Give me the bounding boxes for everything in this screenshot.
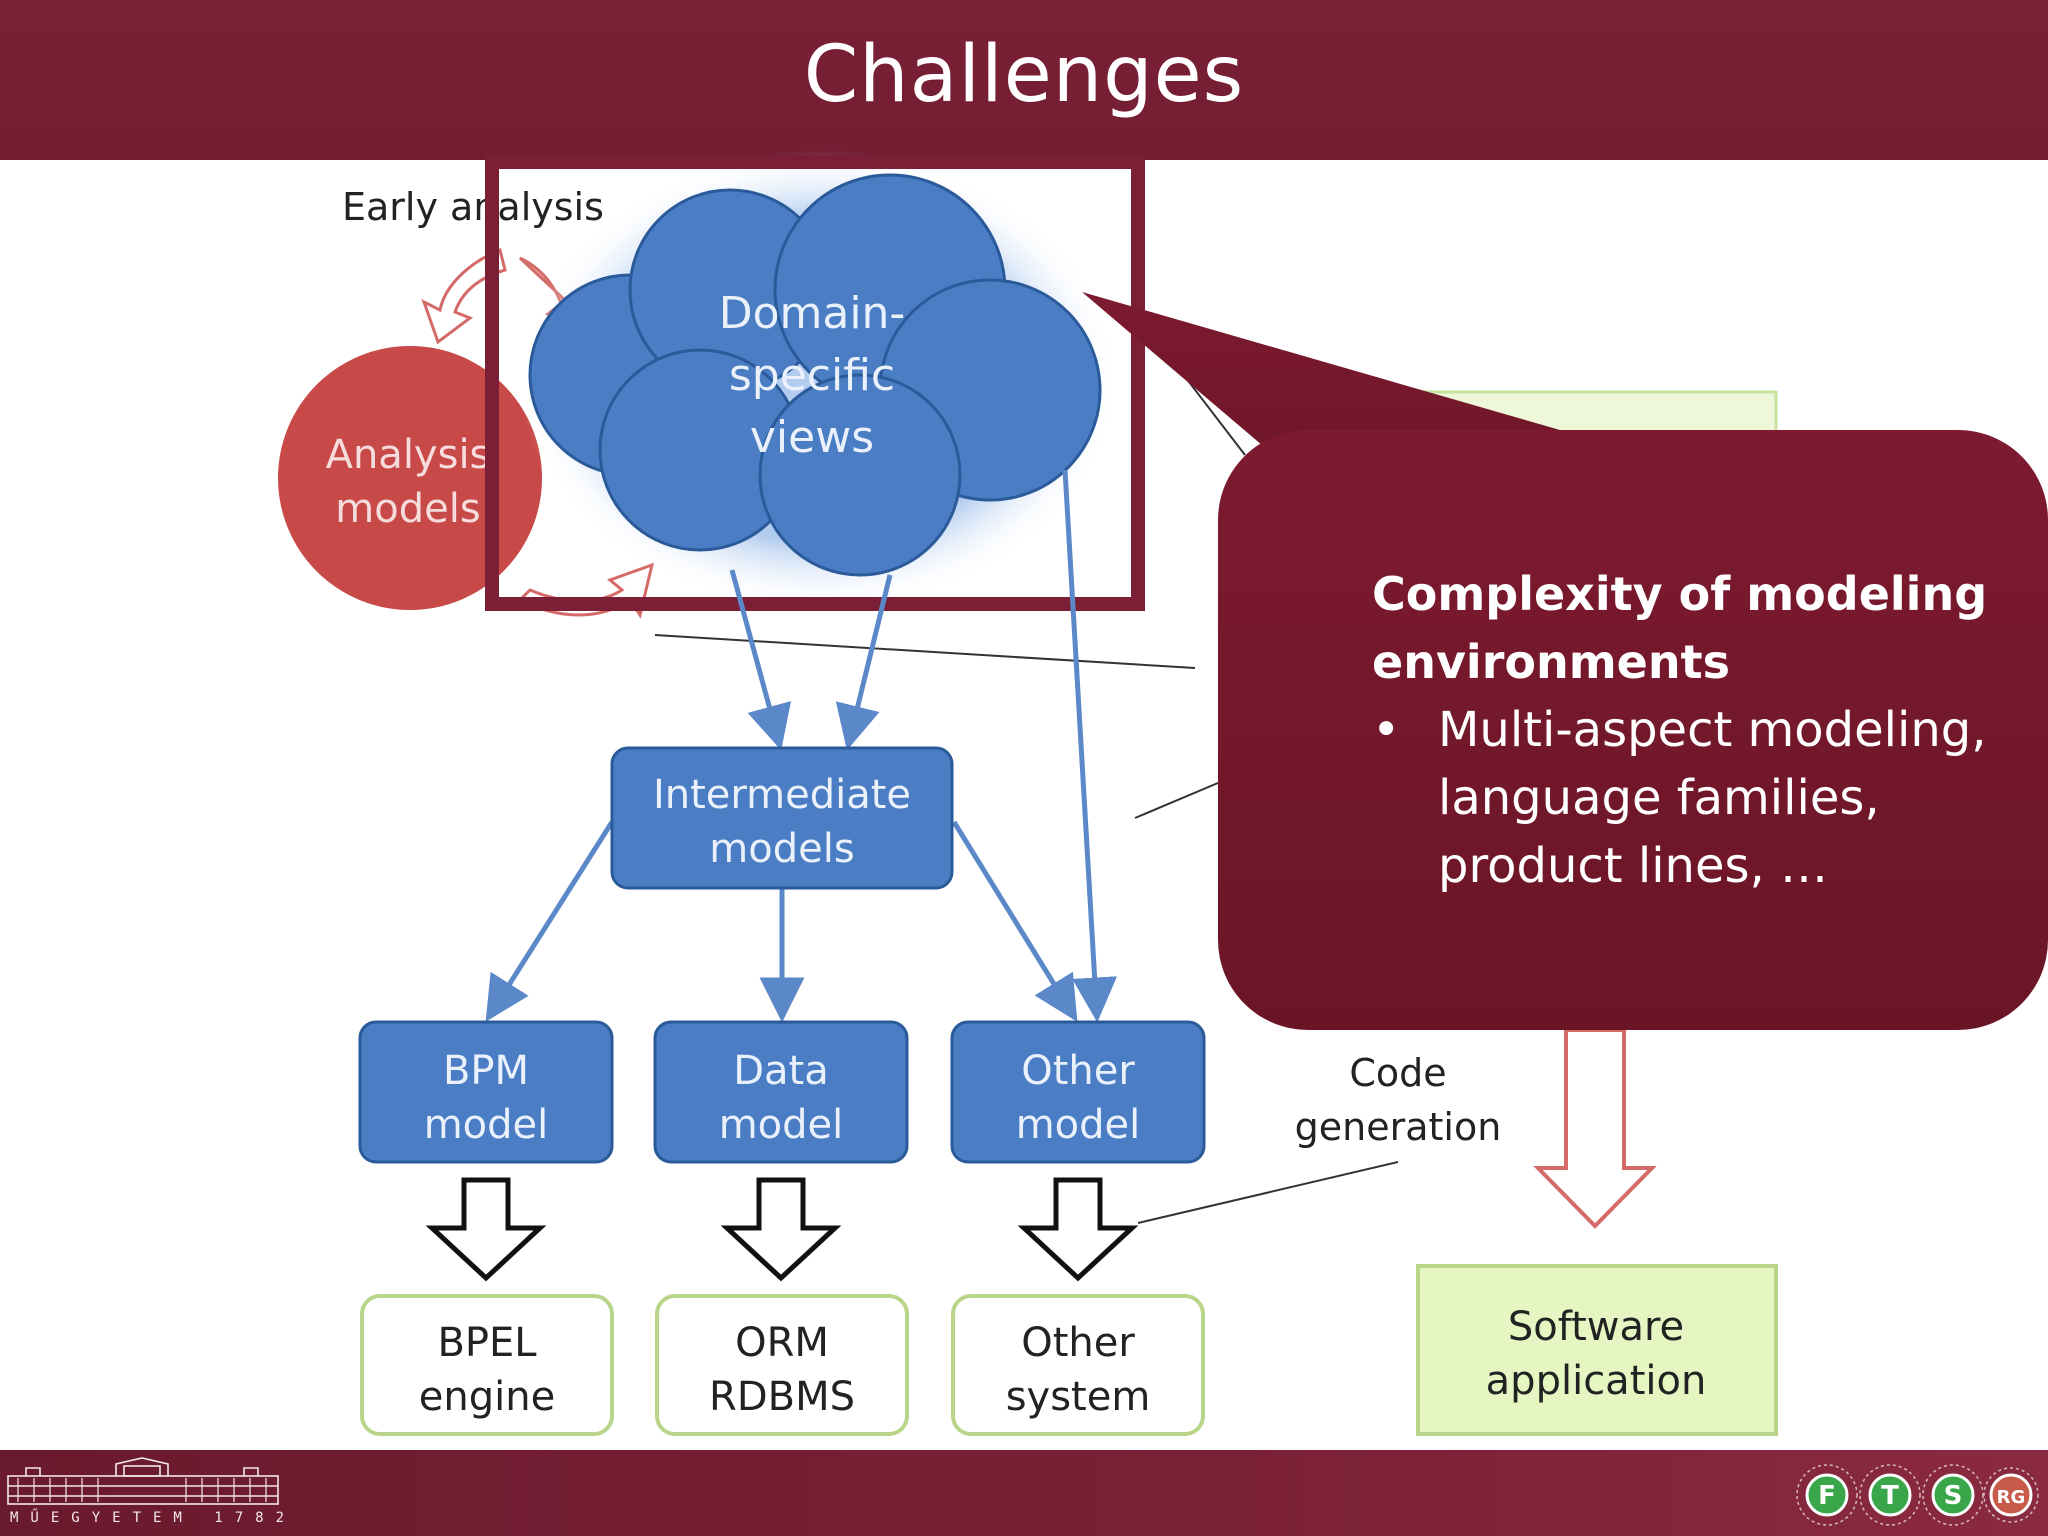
target-node-bpel: BPEL engine: [360, 1294, 614, 1436]
analysis-models-node: [278, 346, 542, 610]
model-bpm-label-1: BPM: [443, 1048, 529, 1094]
ftsrg-logo: F T S RG: [1796, 1464, 2039, 1526]
domain-views-cloud: [528, 173, 1102, 577]
ftsrg-t-icon: T: [1868, 1473, 1912, 1517]
ftsrg-rg-icon: RG: [1989, 1473, 2033, 1517]
code-generation-arrow: [1533, 1028, 1657, 1229]
model-node-other: Other model: [950, 1020, 1206, 1164]
slide-title: Challenges: [803, 30, 1245, 120]
code-generation-label-2: generation: [1295, 1105, 1502, 1149]
model-other-label-2: model: [1016, 1102, 1141, 1148]
analysis-models-label-1: Analysis: [326, 432, 491, 478]
callout-content: Complexity of modeling environments Mult…: [1372, 560, 2012, 900]
svg-text:RG: RG: [1997, 1487, 2026, 1508]
software-app-label-1: Software: [1508, 1304, 1684, 1350]
software-application-node: [1416, 1264, 1778, 1436]
analysis-models-label-2: models: [335, 486, 480, 532]
target-node-other-system: Other system: [951, 1294, 1205, 1436]
ftsrg-f-icon: F: [1805, 1473, 1849, 1517]
model-data-label-2: model: [719, 1102, 844, 1148]
university-building-logo: [7, 1457, 279, 1505]
domain-views-label-3: views: [750, 412, 874, 463]
target-bpel-label-2: engine: [419, 1374, 555, 1420]
target-other-label-2: system: [1006, 1374, 1151, 1420]
intermediate-label-1: Intermediate: [653, 772, 911, 818]
model-node-data: Data model: [653, 1020, 909, 1164]
model-node-bpm: BPM model: [358, 1020, 614, 1164]
early-analysis-label: Early analysis: [342, 185, 604, 229]
slide-footer: [0, 1450, 2048, 1536]
software-app-label-2: application: [1486, 1358, 1707, 1404]
callout-bullet: Multi-aspect modeling, language families…: [1372, 696, 2012, 900]
domain-views-label-2: specific: [729, 350, 895, 401]
domain-views-label-1: Domain-: [719, 288, 906, 339]
svg-text:S: S: [1944, 1481, 1963, 1511]
flow-arrows: [485, 469, 1118, 1023]
intermediate-label-2: models: [709, 826, 854, 872]
model-bpm-label-2: model: [424, 1102, 549, 1148]
model-other-label-1: Other: [1021, 1048, 1135, 1094]
svg-text:F: F: [1818, 1481, 1836, 1511]
target-other-label-1: Other: [1021, 1320, 1135, 1366]
svg-text:T: T: [1881, 1481, 1899, 1511]
target-bpel-label-1: BPEL: [437, 1320, 537, 1366]
target-orm-label-1: ORM: [735, 1320, 829, 1366]
code-generation-label-1: Code: [1349, 1051, 1446, 1095]
model-data-label-1: Data: [733, 1048, 829, 1094]
ftsrg-s-icon: S: [1931, 1473, 1975, 1517]
slide-header: Challenges: [0, 0, 2048, 160]
target-orm-label-2: RDBMS: [709, 1374, 855, 1420]
target-node-orm: ORM RDBMS: [655, 1294, 909, 1436]
generation-arrows: [425, 1177, 1139, 1282]
university-text: MŰEGYETEM 1782: [10, 1510, 297, 1526]
callout-heading: Complexity of modeling environments: [1372, 567, 1988, 689]
intermediate-models-node: [610, 746, 954, 890]
highlight-frame: [485, 155, 1145, 611]
callout-bullet-list: Multi-aspect modeling, language families…: [1372, 696, 2012, 900]
